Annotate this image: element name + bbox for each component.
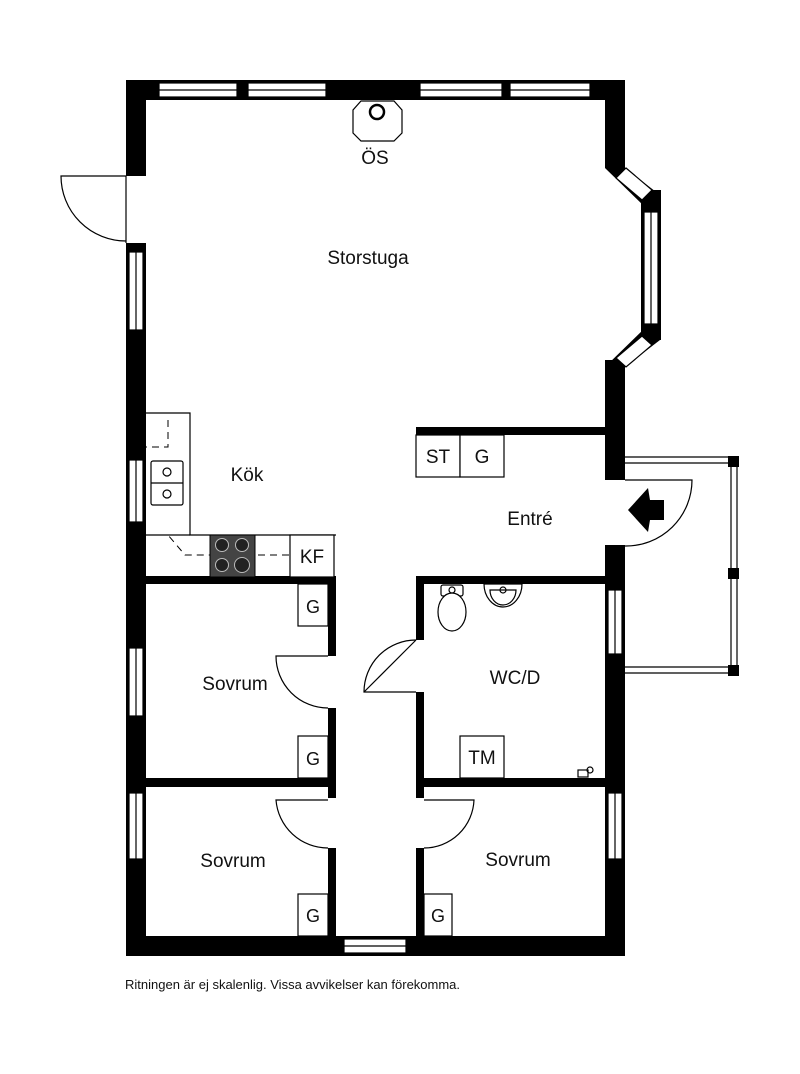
washing-machine [459,735,505,779]
wardrobe-entre [459,434,505,478]
wardrobe-label: G [475,447,490,468]
room-label-sovrum-2: Sovrum [200,851,265,872]
wardrobe-label: G [306,597,320,617]
doors [60,175,693,849]
room-label-storstuga: Storstuga [327,248,409,269]
floor-drain-icon [577,766,594,778]
fridge-freezer-label: KF [300,547,324,568]
fridge-freezer [289,534,335,578]
wardrobe-label: G [306,749,320,769]
room-label-sovrum-1: Sovrum [202,674,267,695]
room-label-entre: Entré [507,509,552,530]
oven-label: ÖS [361,148,388,169]
entrance-arrow-icon [628,488,664,532]
interior-walls [146,427,606,936]
wardrobe-sovrum-3 [423,893,453,937]
exterior-walls [126,80,661,956]
wardrobe-label: G [431,906,445,926]
storage-label: ST [426,447,451,468]
wardrobe-label: G [306,906,320,926]
room-label-sovrum-3: Sovrum [485,850,550,871]
room-label-wc: WC/D [490,668,541,689]
porch [625,456,739,676]
washbasin-icon [483,583,523,608]
washer-label: TM [468,748,495,769]
tiled-stove [352,100,403,142]
windows [128,82,659,954]
cooktop [209,534,256,578]
wardrobe-sovrum-1-top [297,583,329,627]
kitchen-counter [146,412,336,556]
wardrobe-sovrum-2 [297,893,329,937]
toilet-icon [437,584,467,632]
room-label-kok: Kök [231,465,264,486]
disclaimer-text: Ritningen är ej skalenlig. Vissa avvikel… [125,977,461,992]
wardrobe-sovrum-1-bottom [297,735,329,779]
